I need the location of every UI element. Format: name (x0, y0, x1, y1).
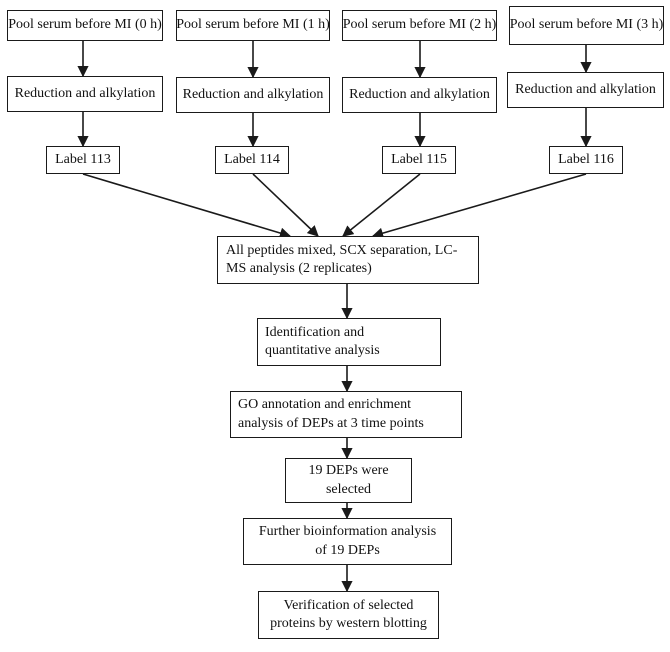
isotope-label: Label 116 (558, 151, 614, 167)
identification-text: Identification and quantitative analysis (265, 324, 380, 358)
source-box-1h: Pool serum before MI (1 h) (176, 10, 330, 41)
selected-deps-box: 19 DEPs were selected (285, 458, 412, 503)
label-box-115: Label 115 (382, 146, 456, 174)
reduction-label: Reduction and alkylation (349, 86, 490, 102)
source-label: Pool serum before MI (0 h) (8, 17, 162, 33)
verification-text: Verification of selected proteins by wes… (270, 597, 427, 631)
reduction-box-0: Reduction and alkylation (7, 76, 163, 112)
reduction-label: Reduction and alkylation (14, 85, 156, 101)
source-label: Pool serum before MI (1 h) (176, 17, 330, 33)
reduction-box-2: Reduction and alkylation (342, 77, 497, 113)
arrow-label-0 (82, 173, 292, 239)
isotope-label: Label 115 (391, 151, 447, 167)
source-box-3h: Pool serum before MI (3 h) (509, 6, 664, 45)
arrow-label-3 (371, 173, 587, 239)
bioinfo-box: Further bioinformation analysis of 19 DE… (243, 518, 452, 565)
arrow-label-1 (252, 173, 319, 237)
source-box-2h: Pool serum before MI (2 h) (342, 10, 497, 41)
isotope-label: Label 113 (55, 151, 111, 167)
go-annotation-text: GO annotation and enrichment analysis of… (238, 397, 424, 431)
verification-box: Verification of selected proteins by wes… (258, 591, 439, 639)
isotope-label: Label 114 (224, 151, 280, 167)
source-box-0h: Pool serum before MI (0 h) (7, 10, 163, 41)
source-label: Pool serum before MI (3 h) (509, 17, 664, 33)
label-box-116: Label 116 (549, 146, 623, 174)
bioinfo-text: Further bioinformation analysis of 19 DE… (258, 524, 437, 558)
reduction-box-1: Reduction and alkylation (176, 77, 330, 113)
arrow-label-2 (342, 173, 421, 237)
mixed-analysis-text: All peptides mixed, SCX separation, LC-M… (226, 242, 458, 276)
identification-box: Identification and quantitative analysis (257, 318, 441, 366)
reduction-box-3: Reduction and alkylation (507, 72, 664, 108)
mixed-analysis-box: All peptides mixed, SCX separation, LC-M… (217, 236, 479, 284)
source-label: Pool serum before MI (2 h) (342, 17, 497, 33)
reduction-label: Reduction and alkylation (182, 86, 324, 102)
go-annotation-box: GO annotation and enrichment analysis of… (230, 391, 462, 438)
reduction-label: Reduction and alkylation (515, 81, 656, 97)
label-box-114: Label 114 (215, 146, 289, 174)
selected-deps-text: 19 DEPs were selected (308, 463, 389, 497)
label-box-113: Label 113 (46, 146, 120, 174)
